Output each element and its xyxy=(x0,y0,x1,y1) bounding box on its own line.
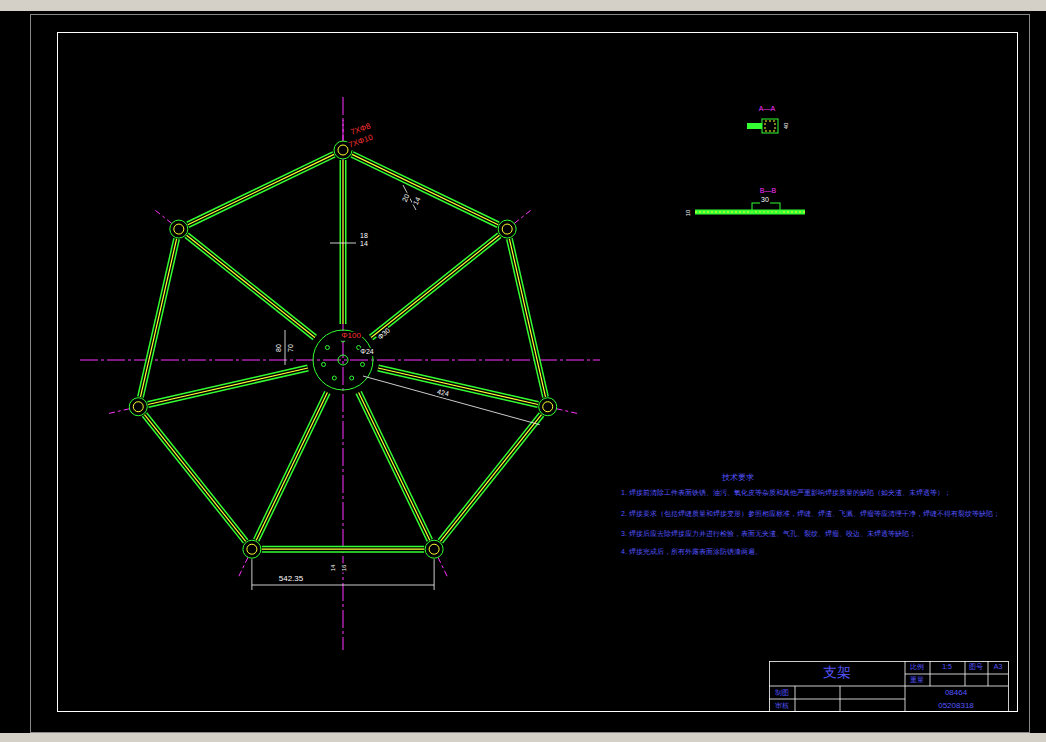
section-label: B—B xyxy=(759,187,777,195)
center-lines xyxy=(80,97,600,650)
frame-member xyxy=(359,392,430,540)
dimension: 16 xyxy=(341,564,348,573)
note-line: 3. 焊接后应去除焊接应力并进行检验，表面无夹渣、气孔、裂纹、焊瘤、咬边、未焊透… xyxy=(620,530,917,538)
toolbar xyxy=(0,0,1046,11)
dimension: 18 xyxy=(359,232,369,240)
frame-member xyxy=(187,235,315,337)
dimension: 40 xyxy=(783,122,790,131)
dimension: 10 xyxy=(685,209,692,218)
frame-member xyxy=(343,160,344,324)
diameter-dim: Φ100 xyxy=(340,332,362,341)
dimension: 70 xyxy=(287,343,295,353)
section-label: A—A xyxy=(758,105,776,113)
dimension: 30 xyxy=(760,196,770,204)
dimension: 424 xyxy=(435,388,450,399)
joint-ring xyxy=(425,540,443,558)
joint-ring xyxy=(243,540,261,558)
part-title: 支架 xyxy=(822,665,852,680)
diameter-dim: Φ30 xyxy=(376,326,393,342)
diameter-dim: Φ24 xyxy=(359,348,374,356)
table-cell: 05208318 xyxy=(937,702,975,711)
notes-heading: 技术要求 xyxy=(721,474,755,483)
frame-member xyxy=(262,549,424,550)
frame-member xyxy=(440,415,541,542)
statusbar xyxy=(0,733,1046,742)
drawing-frame xyxy=(58,33,1018,712)
frame-member xyxy=(256,392,327,540)
dimension: 542.35 xyxy=(278,575,304,584)
table-cell: A3 xyxy=(993,663,1004,671)
section-view xyxy=(695,119,805,213)
table-cell: 重量 xyxy=(909,676,925,684)
table-cell: 审核 xyxy=(774,702,790,710)
dimension: 14 xyxy=(411,195,422,207)
frame-member xyxy=(352,154,498,224)
joint-ring xyxy=(498,220,516,238)
frame-member xyxy=(145,415,246,542)
frame-member xyxy=(371,235,499,337)
frame-member xyxy=(140,239,176,397)
hub-plate xyxy=(313,330,373,390)
note-line: 2. 焊接要求（包括焊缝质量和焊接变形）参照相应标准，焊缝、焊渣、飞溅、焊瘤等应… xyxy=(620,510,1001,518)
paper-edge xyxy=(31,15,1030,733)
joint-ring xyxy=(129,398,147,416)
table-cell: 1:5 xyxy=(941,663,953,671)
dimension: 14 xyxy=(330,564,337,573)
dimension-lines xyxy=(252,185,540,590)
frame-member xyxy=(188,154,334,224)
note-line: 4. 焊接完成后，所有外露表面涂防锈漆两遍。 xyxy=(620,548,763,556)
joint-ring xyxy=(539,398,557,416)
title-block xyxy=(769,661,1009,712)
frame-member xyxy=(148,368,308,404)
joint-ring xyxy=(170,220,188,238)
frame-member xyxy=(378,368,538,404)
dimension: 20 xyxy=(400,192,411,204)
frame-member xyxy=(509,239,545,397)
table-cell: 制图 xyxy=(774,689,790,697)
table-cell: 图号 xyxy=(968,663,984,671)
note-line: 1. 焊接前清除工件表面铁锈、油污、氧化皮等杂质和其他严重影响焊接质量的缺陷（如… xyxy=(620,489,952,497)
table-cell: 08464 xyxy=(944,689,968,698)
table-cell: 比例 xyxy=(909,663,925,671)
dimension: 14 xyxy=(359,240,369,248)
dimension: 80 xyxy=(275,343,283,353)
